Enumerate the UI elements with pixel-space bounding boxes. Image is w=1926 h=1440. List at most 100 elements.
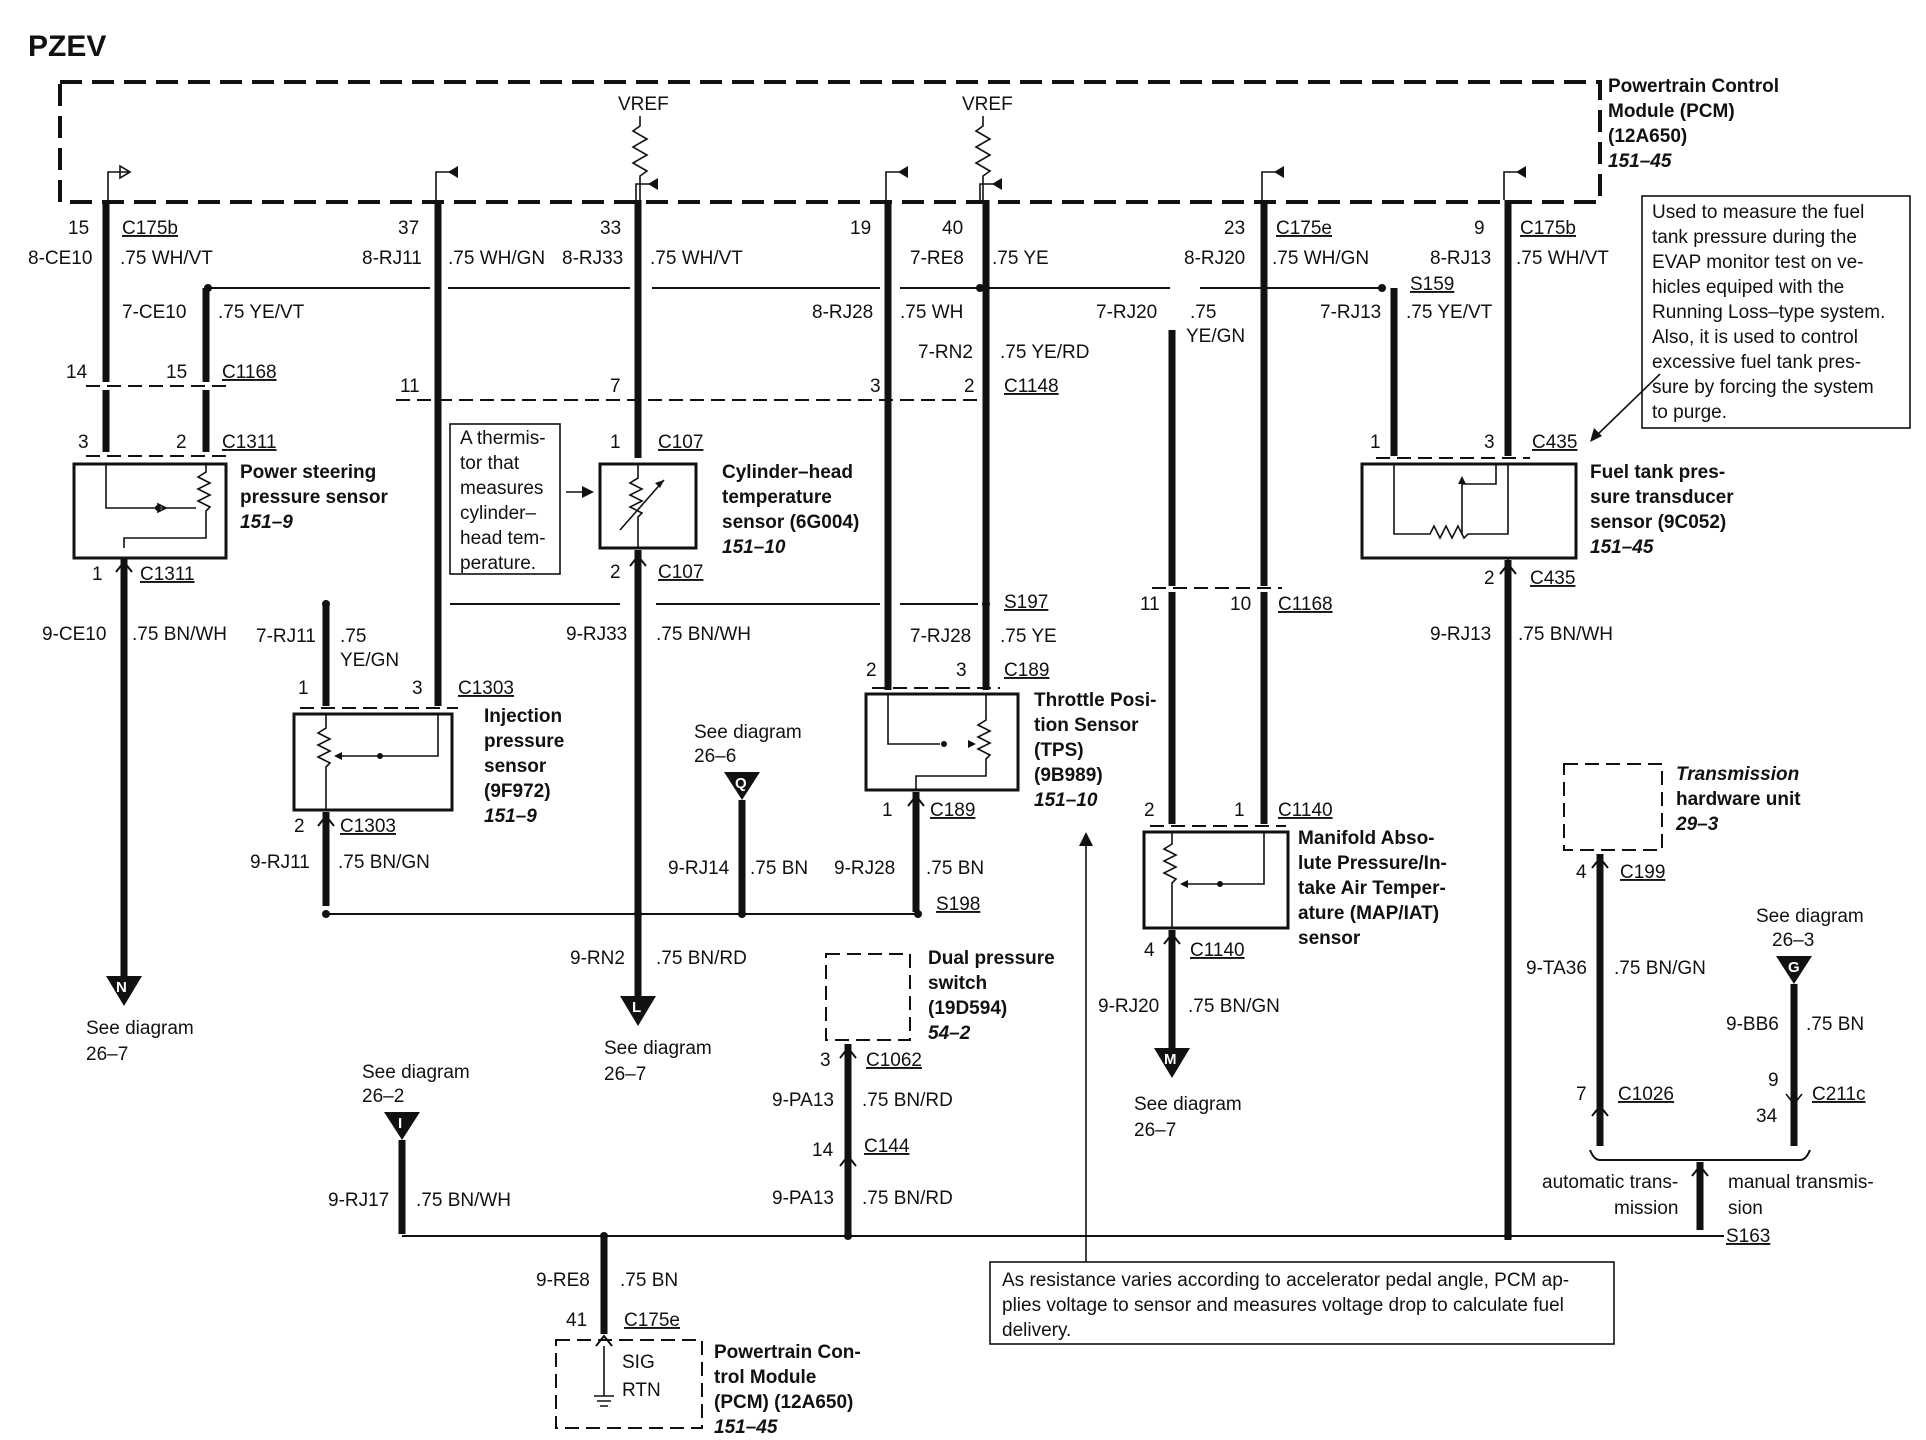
circuit-7-ce10: 7-CE10 <box>122 302 186 323</box>
pcm-name-line2: Module (PCM) <box>1608 101 1735 122</box>
offpage-m-arrow <box>1154 1048 1190 1078</box>
circuit-7-rn2: 7-RN2 <box>918 342 973 363</box>
offpage-letter-m: M <box>1164 1051 1177 1068</box>
circuit-8-rj20: 8-RJ20 <box>1184 248 1245 269</box>
tps-note-line2: plies voltage to sensor and measures vol… <box>1002 1295 1564 1316</box>
i-see-diagram: See diagram <box>362 1062 470 1083</box>
pin-15: 15 <box>68 218 89 239</box>
splice-s159: S159 <box>1410 274 1454 295</box>
i-reference: See diagram 26–2 I 9-RJ17 .75 BN/WH <box>328 1062 511 1234</box>
circuit-7-re8: 7-RE8 <box>910 248 964 269</box>
vref-resistor-1 <box>631 116 649 200</box>
ps-pin-1: 1 <box>92 564 103 585</box>
ps-see-ref: 26–7 <box>86 1044 128 1065</box>
thu-auto-line1: automatic trans- <box>1542 1172 1678 1193</box>
inj-in-color-2: YE/GN <box>340 650 399 671</box>
ftp-circuit: S159 7-RJ13 .75 YE/VT 1 3 C435 Fuel tank… <box>1320 200 1734 1240</box>
offpage-letter-i: I <box>398 1115 402 1132</box>
offpage-n-arrow <box>106 976 142 1006</box>
color-8-rj11: .75 WH/GN <box>448 248 545 269</box>
tps-conn-top: C189 <box>1004 660 1049 681</box>
tps-note: As resistance varies according to accele… <box>989 832 1615 1345</box>
cht-see-diagram: See diagram <box>604 1038 712 1059</box>
offpage-l-arrow <box>620 996 656 1026</box>
c1148-pin-7: 7 <box>610 376 621 397</box>
trans-bracket <box>1589 1149 1811 1161</box>
cht-see-ref: 26–7 <box>604 1064 646 1085</box>
dps-name-line3: (19D594) <box>928 998 1007 1019</box>
injection-pressure-sensor-box <box>292 712 454 812</box>
conn-c1148: C1148 <box>1004 376 1059 397</box>
ps-name-line1: Power steering <box>240 462 376 483</box>
tps-circuit: 7-RN2 .75 YE/RD 7-RJ28 .75 YE 2 3 C189 T… <box>834 200 1156 912</box>
color-8-rj33: .75 WH/VT <box>650 248 743 269</box>
ps-pin-2: 2 <box>176 432 187 453</box>
color-7-rj20-2: YE/GN <box>1186 326 1245 347</box>
pin-14: 14 <box>66 362 88 383</box>
offpage-letter-n: N <box>116 979 127 996</box>
pcmb-name-line1: Powertrain Con- <box>714 1342 861 1363</box>
circuit-7-rj13: 7-RJ13 <box>1320 302 1381 323</box>
circuit-9-ce10: 9-CE10 <box>42 624 106 645</box>
cht-name-line1: Cylinder–head <box>722 462 853 483</box>
map-name-line4: ature (MAP/IAT) <box>1298 903 1439 924</box>
i-see-ref: 26–2 <box>362 1086 404 1107</box>
splice-s163: S163 <box>1726 1226 1770 1247</box>
color-8-rj28: .75 WH <box>900 302 963 323</box>
ftp-note-line1: Used to measure the fuel <box>1652 202 1864 223</box>
map-conn-top: C1140 <box>1278 800 1333 821</box>
thu-conn-c1026: C1026 <box>1618 1084 1674 1105</box>
pcm-dashed-outline <box>58 80 1602 204</box>
map-iat-circuit: 7-RJ20 .75 YE/GN 11 10 C1168 2 1 C1140 M… <box>1096 200 1447 1141</box>
map-out-circuit: 9-RJ20 <box>1098 996 1159 1017</box>
thu-auto-line2: mission <box>1614 1198 1678 1219</box>
tps-name-line3: (TPS) <box>1034 740 1084 761</box>
c1148-pin-2: 2 <box>964 376 975 397</box>
pcmb-rtn: RTN <box>622 1380 661 1401</box>
map-see-ref: 26–7 <box>1134 1120 1176 1141</box>
circuit-8-ce10: 8-CE10 <box>28 248 92 269</box>
color-7-rj13: .75 YE/VT <box>1406 302 1493 323</box>
ftp-out-color: .75 BN/WH <box>1518 624 1613 645</box>
thermistor-note-line3: measures <box>460 478 543 499</box>
dps-color-1: .75 BN/RD <box>862 1090 953 1111</box>
dps-pin-3: 3 <box>820 1050 831 1071</box>
cht-circuit: 1 C107 Cylinder–head temperature sensor … <box>566 200 859 1085</box>
ftp-out-circuit: 9-RJ13 <box>1430 624 1491 645</box>
ps-pin-3: 3 <box>78 432 89 453</box>
pcm-bottom: 9-RE8 .75 BN 41 C175e SIG RTN Powertrain… <box>536 1236 861 1438</box>
tps-ref: 151–10 <box>1034 790 1098 811</box>
pcmb-name-line2: trol Module <box>714 1367 816 1388</box>
ftp-note-line6: Also, it is used to control <box>1652 327 1858 348</box>
vref-label-1: VREF <box>618 94 669 115</box>
dps-circuit-2: 9-PA13 <box>772 1188 834 1209</box>
injection-pressure-circuit: 7-RJ11 .75 YE/GN 1 3 C1303 Injection pre… <box>250 200 564 906</box>
dps-conn-c1062: C1062 <box>866 1050 922 1071</box>
dps-name-line1: Dual pressure <box>928 948 1055 969</box>
inj-out-color: .75 BN/GN <box>338 852 430 873</box>
thermistor-note-line2: tor that <box>460 453 520 474</box>
ftp-note-line8: sure by forcing the system <box>1652 377 1874 398</box>
ps-conn-top: C1311 <box>222 432 277 453</box>
vref-label-2: VREF <box>962 94 1013 115</box>
conn-c175e: C175e <box>1276 218 1332 239</box>
cht-name-line2: temperature <box>722 487 832 508</box>
inj-name-line1: Injection <box>484 706 562 727</box>
cht-rn2-color: .75 BN/RD <box>656 948 747 969</box>
ps-name-line2: pressure sensor <box>240 487 388 508</box>
ftp-name-line3: sensor (9C052) <box>1590 512 1726 533</box>
pcmb-circuit: 9-RE8 <box>536 1270 590 1291</box>
thu-pin-7: 7 <box>1576 1084 1587 1105</box>
g-man-line2: sion <box>1728 1198 1763 1219</box>
inj-pin-3: 3 <box>412 678 423 699</box>
thu-pin-4: 4 <box>1576 862 1587 883</box>
ftp-note: Used to measure the fuel tank pressure d… <box>1590 195 1911 442</box>
pcmb-ref: 151–45 <box>714 1417 778 1438</box>
ftp-note-line9: to purge. <box>1652 402 1727 423</box>
i-color: .75 BN/WH <box>416 1190 511 1211</box>
diagram-title: PZEV <box>28 30 106 63</box>
vref-resistor-2 <box>974 116 992 200</box>
color-8-rj13: .75 WH/VT <box>1516 248 1609 269</box>
color-8-ce10: .75 WH/VT <box>120 248 213 269</box>
pin-19: 19 <box>850 218 871 239</box>
